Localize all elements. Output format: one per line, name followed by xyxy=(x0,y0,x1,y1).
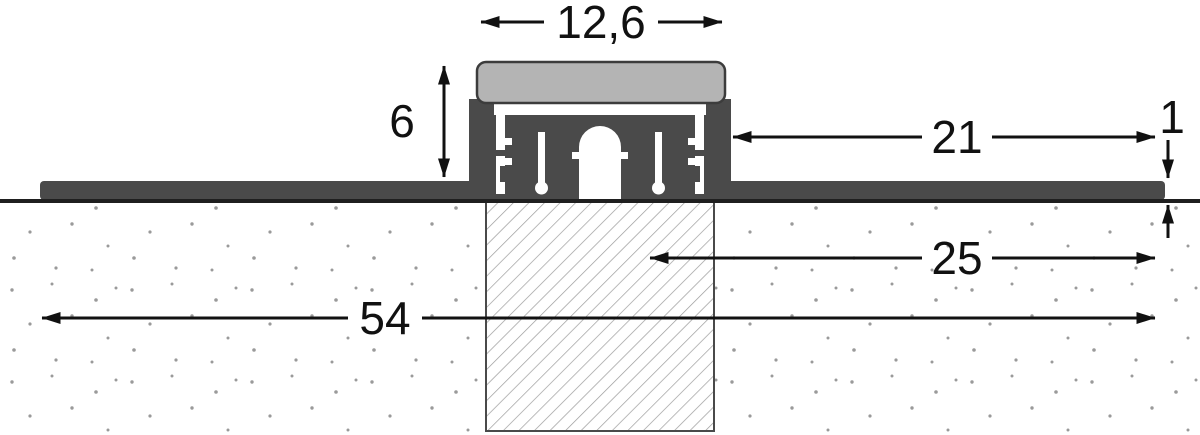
screw-seat-left xyxy=(535,181,548,195)
anchor-notch xyxy=(505,158,512,165)
dim-profile-height: 6 xyxy=(389,65,450,178)
anchor-details xyxy=(494,103,706,195)
anchor-notch xyxy=(505,138,512,145)
dim-edge-distance: 25 xyxy=(649,232,1156,284)
anchor-notch xyxy=(688,138,695,145)
dim-right-flange-label: 21 xyxy=(931,111,982,163)
under-cap-gap xyxy=(494,103,706,115)
dim-cap-width: 12,6 xyxy=(480,0,723,48)
anchor-hook xyxy=(695,166,700,182)
dim-total-width-label: 54 xyxy=(359,292,410,344)
dim-edge-distance-label: 25 xyxy=(931,232,982,284)
anchor-notch xyxy=(688,158,695,165)
flange-left xyxy=(40,181,473,200)
flange-right xyxy=(727,181,1165,200)
dim-cap-width-label: 12,6 xyxy=(556,0,646,48)
dim-profile-height-label: 6 xyxy=(389,95,415,147)
screw-slot-left xyxy=(538,132,545,186)
anchor-hook xyxy=(695,150,704,156)
profile-cap xyxy=(475,60,727,105)
anchor-hook xyxy=(496,150,505,156)
dim-total-width: 54 xyxy=(41,292,1156,344)
screw-seat-right xyxy=(652,181,665,195)
dim-flange-thickness: 1 xyxy=(1159,91,1185,238)
dim-flange-thickness-label: 1 xyxy=(1159,91,1185,143)
anchor-body xyxy=(494,115,706,200)
anchor-notch xyxy=(621,152,628,159)
anchor-wall-left xyxy=(469,99,494,200)
dim-right-flange: 21 xyxy=(732,111,1156,163)
screw-slot-right xyxy=(655,132,662,186)
anchor-notch xyxy=(572,152,579,159)
anchor-hook xyxy=(500,166,505,182)
anchor-wall-right xyxy=(706,99,731,200)
